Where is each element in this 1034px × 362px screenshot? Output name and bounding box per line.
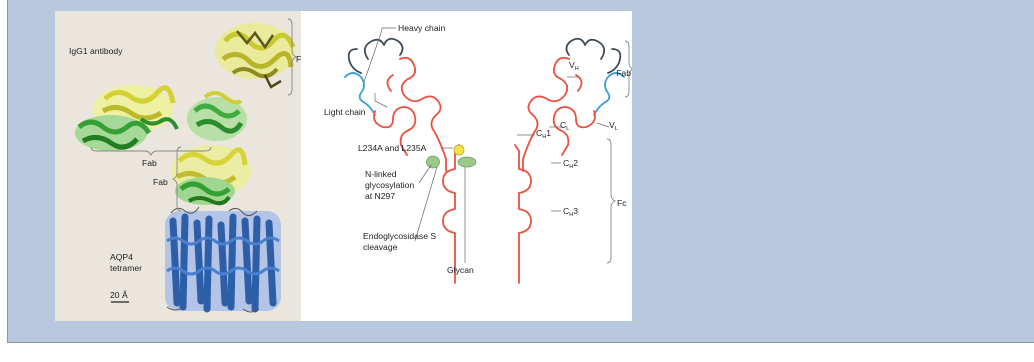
scale-label: 20 Å bbox=[110, 290, 128, 300]
fc-label-schematic: Fc bbox=[617, 198, 627, 208]
left-edge-strip bbox=[0, 0, 8, 343]
schematic-panel: Heavy chain Light chain VH VL CH1 CL CH2… bbox=[301, 11, 632, 321]
structure-panel: IgG1 antibody Fc Fab Fab AQP4 tetramer 2… bbox=[55, 11, 301, 321]
light-chain-label: Light chain bbox=[324, 107, 366, 117]
right-heavy-chain-link bbox=[576, 75, 582, 91]
antibody-figure: IgG1 antibody Fc Fab Fab AQP4 tetramer 2… bbox=[55, 11, 632, 321]
right-vh-domain bbox=[566, 39, 604, 59]
aqp4-tetramer-structure bbox=[165, 207, 281, 312]
endo-leader bbox=[415, 167, 437, 241]
right-fab-arm bbox=[523, 39, 624, 171]
aqp4-label-line2: tetramer bbox=[110, 263, 142, 273]
fab-ribbon-structure-left bbox=[75, 85, 177, 151]
ch2-label: CH2 bbox=[563, 158, 578, 170]
right-light-chain-variable bbox=[594, 73, 624, 115]
glyco-label-line2: glycosylation bbox=[365, 180, 414, 190]
mutation-label: L234A and L235A bbox=[358, 143, 427, 153]
vl-label: VL bbox=[609, 120, 618, 132]
endo-label-line2: cleavage bbox=[363, 242, 398, 252]
igg1-antibody-label: IgG1 antibody bbox=[69, 46, 123, 56]
structure-illustration: IgG1 antibody Fc Fab Fab AQP4 tetramer 2… bbox=[55, 11, 301, 321]
left-vh-domain-loop bbox=[349, 49, 361, 73]
vh-label: VH bbox=[569, 60, 579, 72]
fc-region bbox=[443, 145, 531, 283]
left-vh-domain bbox=[365, 39, 403, 59]
mutation-marker bbox=[454, 145, 464, 155]
fc-ribbon-structure bbox=[215, 23, 295, 87]
fab-label-lower: Fab bbox=[142, 158, 157, 168]
fab-ribbon-structure-lower bbox=[171, 145, 251, 205]
vl-leader bbox=[597, 123, 609, 127]
glyco-label-line1: N-linked bbox=[365, 169, 397, 179]
endo-label-line1: Endoglycosidase S bbox=[363, 231, 436, 241]
light-chain-leader bbox=[375, 93, 387, 107]
fc-bracket-schematic bbox=[607, 139, 615, 263]
bottom-white-bar bbox=[0, 343, 1034, 362]
fab-label-side: Fab bbox=[153, 177, 168, 187]
heavy-chain-leader bbox=[364, 28, 396, 82]
fab-ribbon-structure-right bbox=[187, 93, 247, 141]
fab-label-schematic: Fab bbox=[616, 68, 631, 78]
left-heavy-chain-link bbox=[387, 75, 393, 91]
glycan-label: Glycan bbox=[447, 265, 474, 275]
glyco-label-line3: at N297 bbox=[365, 191, 395, 201]
glycan-right bbox=[458, 157, 476, 167]
glycan-left bbox=[427, 156, 440, 168]
glyco-leader bbox=[419, 165, 431, 183]
right-light-chain-constant bbox=[554, 107, 595, 155]
heavy-chain-label: Heavy chain bbox=[398, 23, 446, 33]
ch1-label: CH1 bbox=[536, 128, 551, 140]
antibody-schematic: Heavy chain Light chain VH VL CH1 CL CH2… bbox=[301, 11, 632, 321]
ch3-label: CH3 bbox=[563, 206, 578, 218]
aqp4-label-line1: AQP4 bbox=[110, 252, 133, 262]
